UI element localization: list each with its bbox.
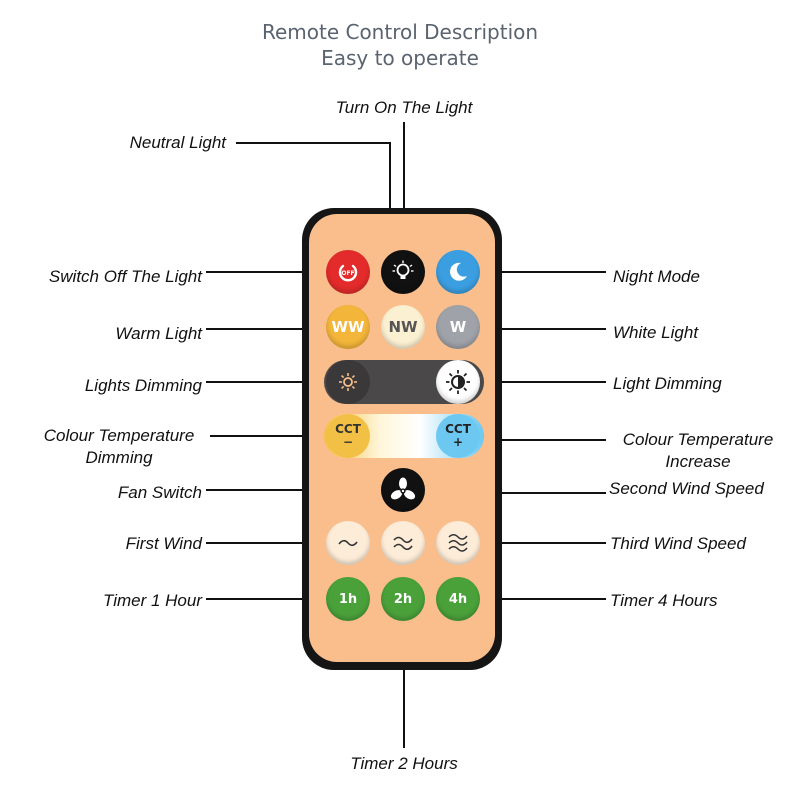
timer-1h-button[interactable]: 1h [326,577,370,621]
timer-4h-button[interactable]: 4h [436,577,480,621]
power-icon: OFF [338,264,358,282]
off-button[interactable]: OFF [326,250,370,294]
label-fan-switch: Fan Switch [117,483,202,502]
fan-icon [390,477,416,500]
label-timer-1h: Timer 1 Hour [102,591,202,610]
cct-minus-button[interactable]: CCT − [326,414,370,458]
label-light-dimming: Light Dimming [613,374,722,393]
night-mode-button[interactable] [436,250,480,294]
wave-1-icon [338,539,358,547]
cct-minus-sign: − [342,435,354,449]
moon-icon [450,262,467,281]
diagram-title: Remote Control Description [261,20,539,44]
label-second-wind: Second Wind Speed [609,479,764,498]
label-lights-dimming: Lights Dimming [84,376,202,395]
label-turn-on: Turn On The Light [335,98,473,117]
first-wind-button[interactable] [326,521,370,565]
fan-switch-button[interactable] [381,468,425,512]
sun-small-icon [339,373,357,391]
label-white-light: White Light [613,323,699,342]
label-cct-dimming-2: Dimming [85,448,153,467]
second-wind-button[interactable] [381,521,425,565]
white-light-button[interactable]: W [436,305,480,349]
cct-plus-label: CCT [445,422,471,436]
label-timer-4h: Timer 4 Hours [610,591,718,610]
off-text: OFF [341,270,354,277]
label-cct-increase-2: Increase [665,452,731,471]
third-wind-button[interactable] [436,521,480,565]
label-third-wind: Third Wind Speed [610,534,746,553]
cct-plus-button[interactable]: CCT + [436,414,480,458]
label-switch-off: Switch Off The Light [48,267,202,286]
neutral-light-button[interactable]: NW [381,305,425,349]
label-first-wind: First Wind [125,534,202,553]
cct-minus-label: CCT [335,422,361,436]
on-button[interactable] [381,250,425,294]
label-cct-dimming-1: Colour Temperature [43,426,195,445]
dim-down-button[interactable] [326,360,370,404]
warm-light-button[interactable]: WW [326,305,370,349]
cct-plus-sign: + [452,435,464,449]
label-cct-increase-1: Colour Temperature [622,430,774,449]
bulb-icon [392,260,414,279]
diagram-subtitle: Easy to operate [321,46,479,70]
wave-2-icon [393,536,413,551]
dim-up-button[interactable] [436,360,480,404]
label-timer-2h: Timer 2 Hours [350,754,458,773]
wave-3-icon [448,534,468,552]
label-night-mode: Night Mode [613,267,700,286]
timer-2h-button[interactable]: 2h [381,577,425,621]
label-neutral-light: Neutral Light [129,133,226,152]
label-warm-light: Warm Light [115,324,202,343]
sun-half-icon [446,370,470,394]
